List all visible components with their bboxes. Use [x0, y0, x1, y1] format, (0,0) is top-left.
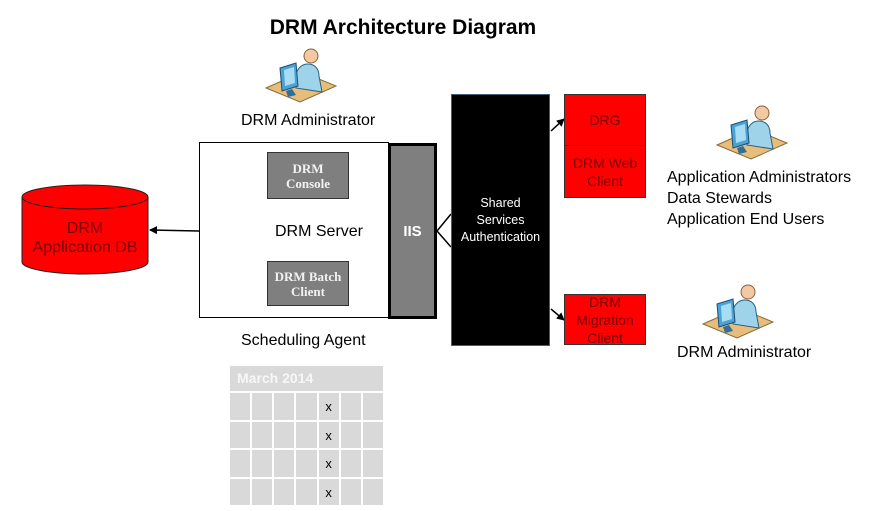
db-label: DRM Application DB — [22, 219, 148, 257]
calendar-cell — [340, 450, 361, 477]
ssa-line3: Authentication — [460, 229, 541, 244]
calendar-cell — [230, 478, 251, 505]
calendar-cell — [296, 393, 317, 420]
user-at-computer-icon — [715, 105, 789, 160]
arrow-server-to-db — [149, 226, 200, 235]
calendar-cell: x — [318, 478, 339, 505]
calendar-cell — [274, 421, 295, 448]
calendar-cell — [340, 421, 361, 448]
drm-batch-client-line1: DRM Batch — [274, 268, 342, 284]
calendar-cell — [230, 393, 251, 420]
drm-console-line1: DRM — [292, 160, 324, 176]
iis-box: IIS — [388, 143, 437, 319]
calendar-cell — [230, 450, 251, 477]
app-users-labels: Application Administrators Data Stewards… — [667, 167, 851, 230]
calendar-cell — [274, 450, 295, 477]
migration-line3: Client — [587, 329, 623, 346]
calendar-cell: x — [318, 421, 339, 448]
calendar-cell: x — [318, 450, 339, 477]
arrow-ssa-to-migration — [550, 308, 565, 321]
calendar-cell — [274, 478, 295, 505]
calendar-cell — [362, 393, 383, 420]
drm-server-label: DRM Server — [275, 223, 364, 240]
calendar-cell — [252, 421, 273, 448]
scheduling-agent-label: Scheduling Agent — [241, 332, 366, 349]
calendar-cell — [362, 421, 383, 448]
calendar-cell — [252, 393, 273, 420]
migration-line1: DRM — [589, 293, 621, 310]
calendar-cell — [362, 478, 383, 505]
calendar-cell — [252, 450, 273, 477]
calendar-month: March 2014 — [230, 366, 383, 391]
iis-label: IIS — [403, 222, 422, 240]
calendar-cell: x — [318, 393, 339, 420]
arrow-ssa-to-iis — [436, 213, 452, 248]
web-client-line1: DRM Web — [572, 154, 638, 171]
top-admin-label: DRM Administrator — [241, 112, 376, 129]
calendar-cell — [340, 478, 361, 505]
drg-box: DRG — [564, 94, 646, 146]
drm-console-line2: Console — [285, 175, 331, 191]
ssa-line1: Shared — [480, 195, 521, 210]
calendar-cell — [274, 393, 295, 420]
calendar-cell — [296, 450, 317, 477]
calendar-cell — [340, 393, 361, 420]
user-at-computer-icon — [264, 48, 338, 103]
shared-services-box: Shared Services Authentication — [451, 94, 550, 346]
db-label-line2: Application DB — [32, 239, 138, 256]
user-at-computer-icon — [701, 284, 775, 339]
arrow-ssa-to-drg — [550, 118, 565, 132]
web-client-line2: Client — [587, 172, 623, 189]
migration-line2: Migration — [576, 311, 634, 328]
app-users-line2: Data Stewards — [667, 190, 772, 207]
app-users-line3: Application End Users — [667, 211, 825, 228]
calendar-cell — [296, 421, 317, 448]
calendar-cell — [362, 450, 383, 477]
calendar-cell — [252, 478, 273, 505]
bottom-admin-label: DRM Administrator — [677, 344, 812, 361]
calendar-cell — [230, 421, 251, 448]
drm-batch-client-line2: Client — [291, 283, 325, 299]
app-users-line1: Application Administrators — [667, 169, 852, 186]
db-cylinder-icon — [21, 184, 149, 275]
drg-label: DRG — [589, 112, 621, 128]
page-title: DRM Architecture Diagram — [269, 16, 537, 39]
calendar-cell — [296, 478, 317, 505]
db-label-line1: DRM — [66, 220, 104, 237]
ssa-line2: Services — [476, 212, 525, 227]
